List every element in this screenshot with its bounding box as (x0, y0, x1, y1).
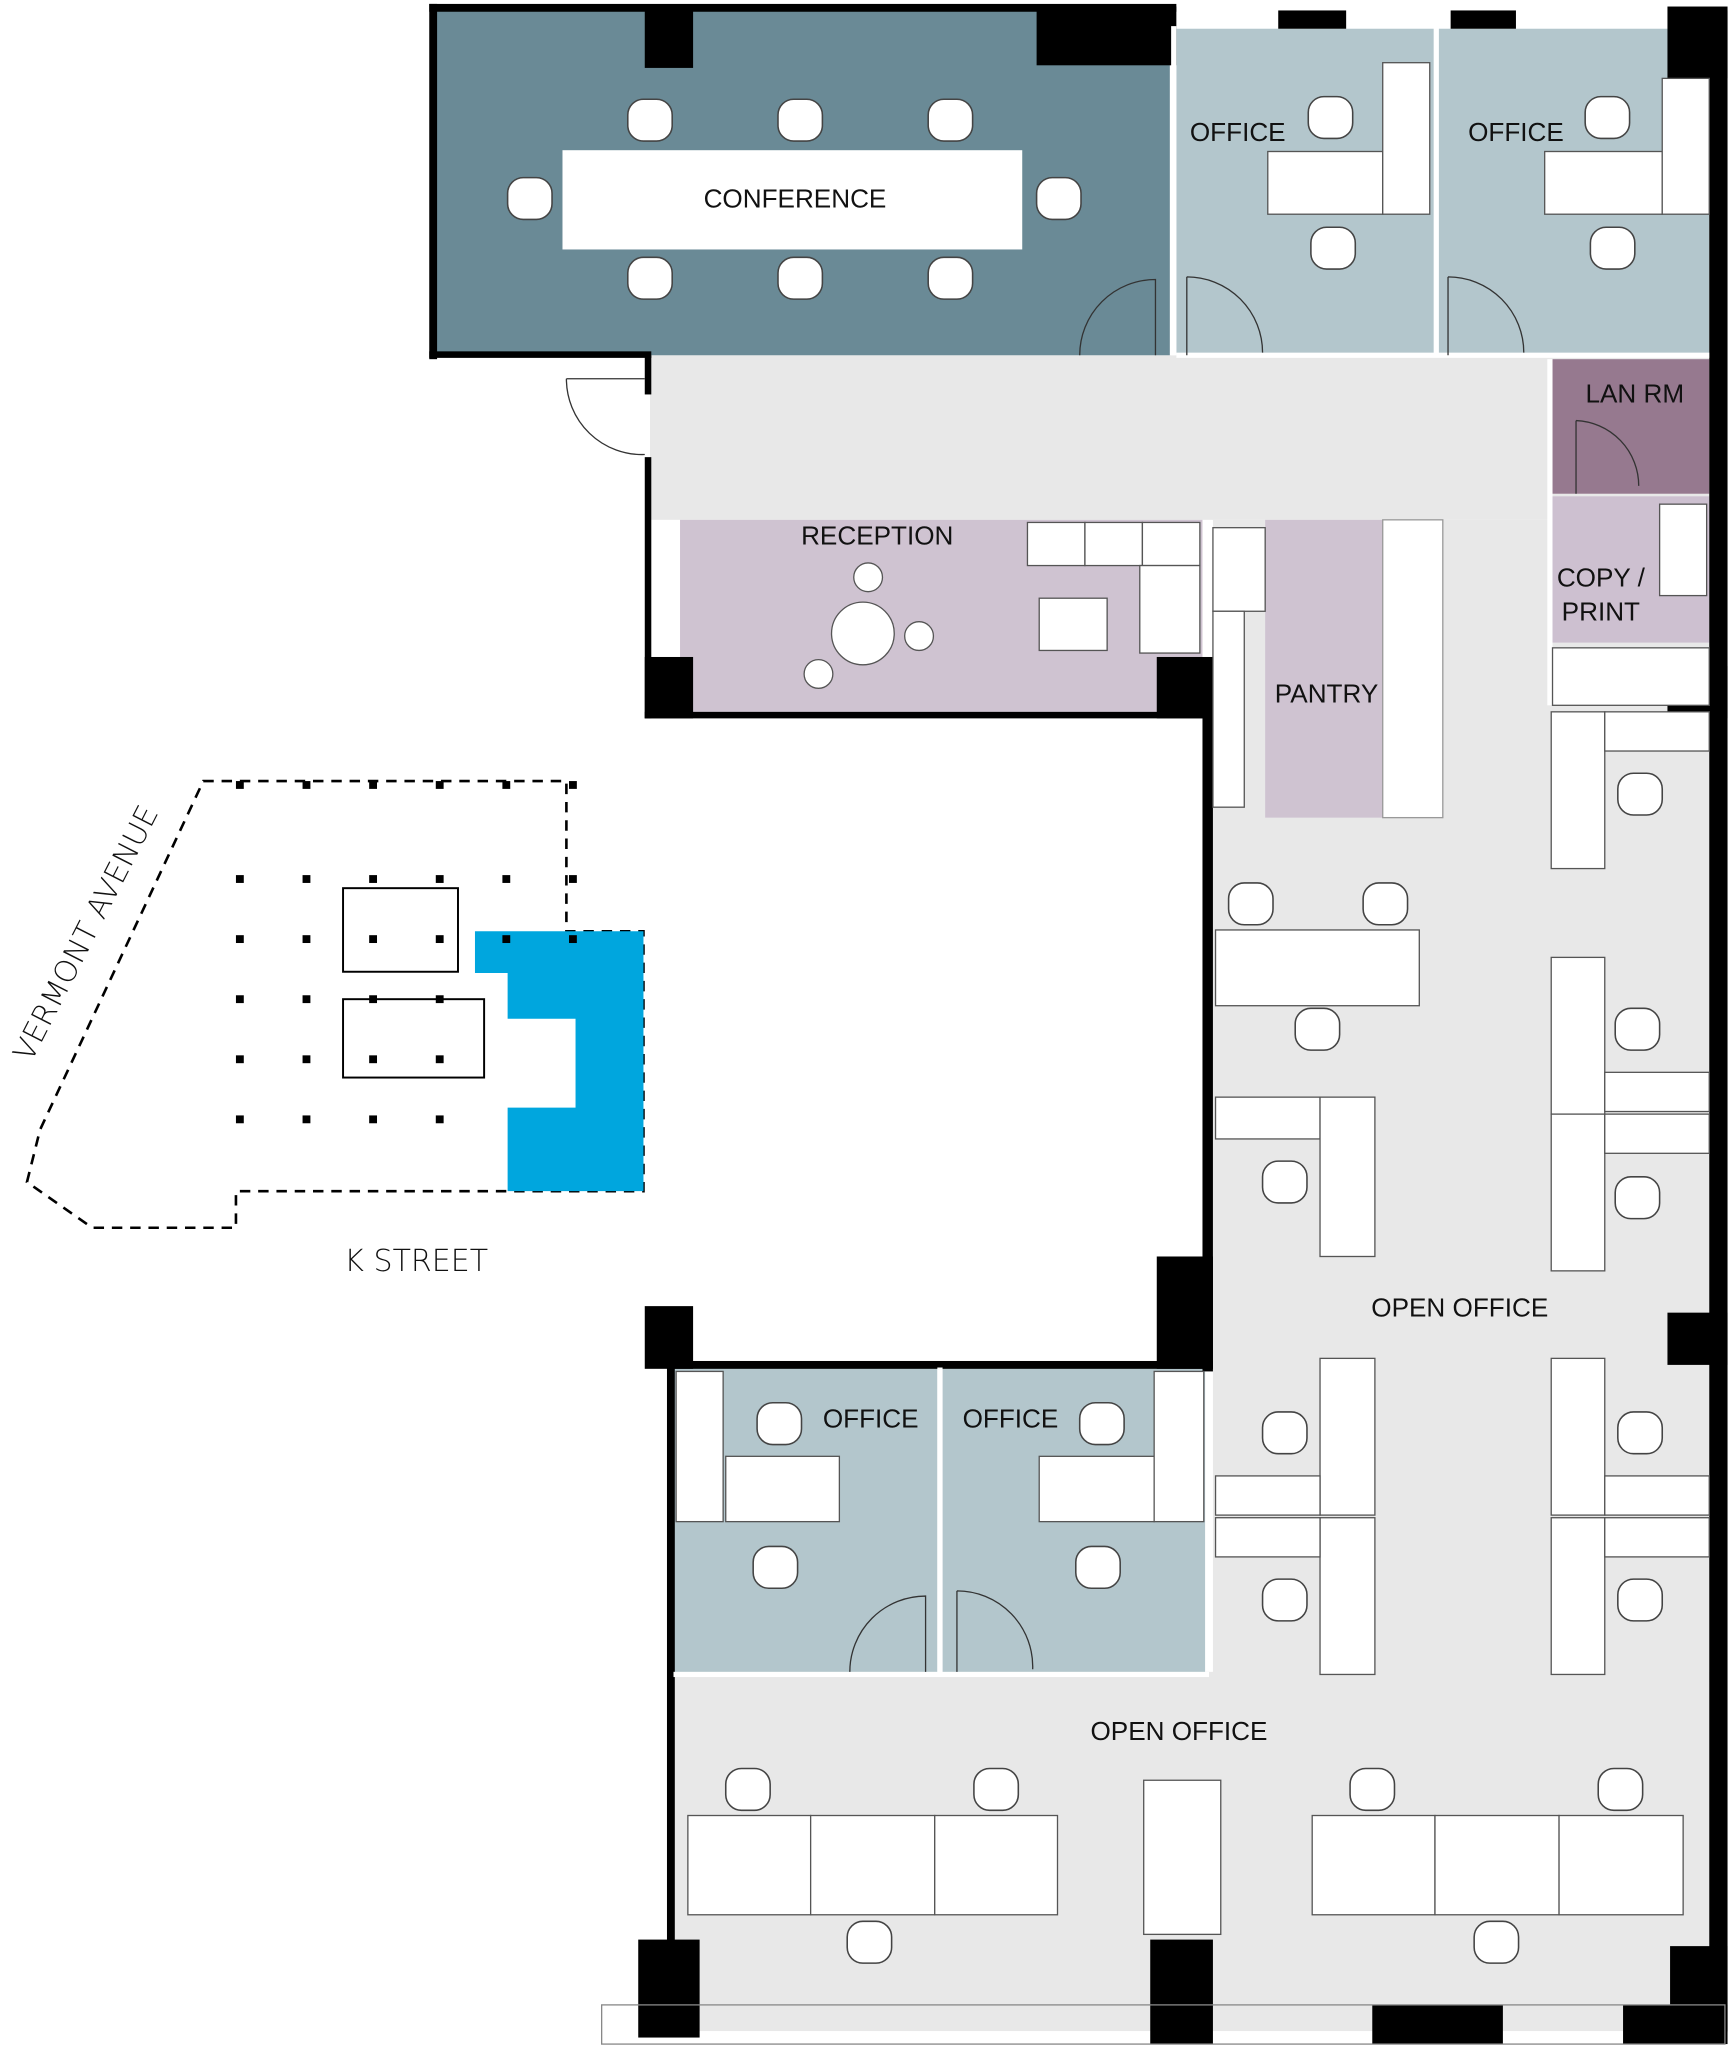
label-office: OFFICE (1468, 117, 1564, 147)
chair-icon (506, 176, 553, 221)
chair-icon (1589, 226, 1636, 270)
lan-room[interactable] (1552, 359, 1710, 494)
chair-icon (1078, 1401, 1125, 1446)
column-marker (235, 1115, 244, 1124)
chair-icon (1261, 1160, 1308, 1204)
chair-icon (1307, 95, 1354, 140)
label-copy-print: PRINT (1562, 596, 1640, 626)
chair-icon (1617, 1578, 1664, 1622)
chair-icon (1035, 176, 1082, 221)
building-outline (25, 779, 645, 1230)
chair-icon (1227, 882, 1274, 926)
pantry-counter (1382, 519, 1444, 819)
label-conference: CONFERENCE (704, 184, 887, 214)
column-marker (369, 875, 378, 883)
column-marker (302, 995, 311, 1004)
column-marker (369, 1115, 378, 1124)
column-marker (435, 875, 444, 883)
label-open-office: OPEN OFFICE (1090, 1716, 1267, 1746)
chair-icon (927, 98, 974, 142)
chair-icon (627, 98, 673, 142)
chair-icon (627, 256, 673, 300)
furniture (562, 62, 1710, 1936)
column-marker (435, 1055, 444, 1064)
label-office: OFFICE (963, 1404, 1059, 1434)
open-office-area-fill (649, 355, 1710, 520)
walls (429, 3, 1728, 2045)
chair-icon (1349, 1767, 1396, 1812)
column-marker (235, 935, 244, 944)
label-office: OFFICE (1190, 117, 1286, 147)
chair-icon (1473, 1920, 1520, 1964)
label-reception: RECEPTION (801, 521, 953, 551)
chair-icon (846, 1920, 893, 1964)
column-marker (569, 875, 577, 883)
chair-icon (1075, 1545, 1121, 1590)
label-office: OFFICE (823, 1404, 919, 1434)
conference-table (562, 150, 1023, 250)
column-marker (435, 935, 444, 944)
chair-icon (756, 1401, 803, 1446)
column-marker (302, 935, 311, 944)
highlighted-suite[interactable] (474, 931, 644, 1192)
chair-icon (927, 256, 974, 300)
chairs (506, 95, 1664, 1964)
column-marker (569, 781, 577, 789)
column-marker (569, 935, 577, 944)
chair-icon (1310, 226, 1357, 270)
chair-icon (1294, 1007, 1341, 1051)
chair-icon (973, 1767, 1020, 1812)
chair-icon (1584, 95, 1631, 140)
chair-icon (1617, 1411, 1664, 1455)
column-marker (502, 935, 511, 944)
pantry-room[interactable] (1265, 519, 1383, 818)
column-marker (369, 1055, 378, 1064)
chair-icon (1614, 1176, 1661, 1220)
chair-icon (1617, 772, 1664, 816)
doors (565, 276, 1640, 1672)
column-marker (369, 935, 378, 944)
chair-icon (724, 1767, 771, 1812)
column-marker (502, 875, 511, 883)
column-marker (235, 1055, 244, 1064)
column-marker (435, 995, 444, 1004)
column-marker (235, 875, 244, 883)
label-lan-room: LAN RM (1585, 378, 1684, 408)
chair-icon (1614, 1007, 1661, 1051)
room-labels: CONFERENCE OFFICE OFFICE LAN RM RECEPTIO… (704, 117, 1685, 1746)
chair-icon (777, 256, 824, 300)
column-marker (502, 781, 511, 789)
chair-icon (1261, 1578, 1308, 1622)
column-marker (235, 781, 244, 789)
column-marker (302, 1115, 311, 1124)
building-core (342, 887, 459, 973)
column-marker (302, 875, 311, 883)
chair-icon (1597, 1767, 1644, 1812)
column-marker (435, 781, 444, 789)
chair-icon (752, 1545, 799, 1590)
chair-icon (777, 98, 824, 142)
street-label-k-street: K STREET (344, 1244, 488, 1279)
label-open-office: OPEN OFFICE (1371, 1293, 1548, 1323)
key-plan: VERMONT AVENUE K STREET (7, 779, 645, 1279)
chair-icon (1261, 1411, 1308, 1455)
building-core (342, 998, 486, 1079)
column-marker (302, 781, 311, 789)
column-marker (369, 781, 378, 789)
label-pantry: PANTRY (1275, 679, 1379, 709)
column-marker (369, 995, 378, 1004)
column-marker (435, 1115, 444, 1124)
label-copy-print: COPY / (1557, 562, 1646, 592)
chair-icon (1362, 882, 1409, 926)
column-marker (235, 995, 244, 1004)
column-marker (302, 1055, 311, 1064)
